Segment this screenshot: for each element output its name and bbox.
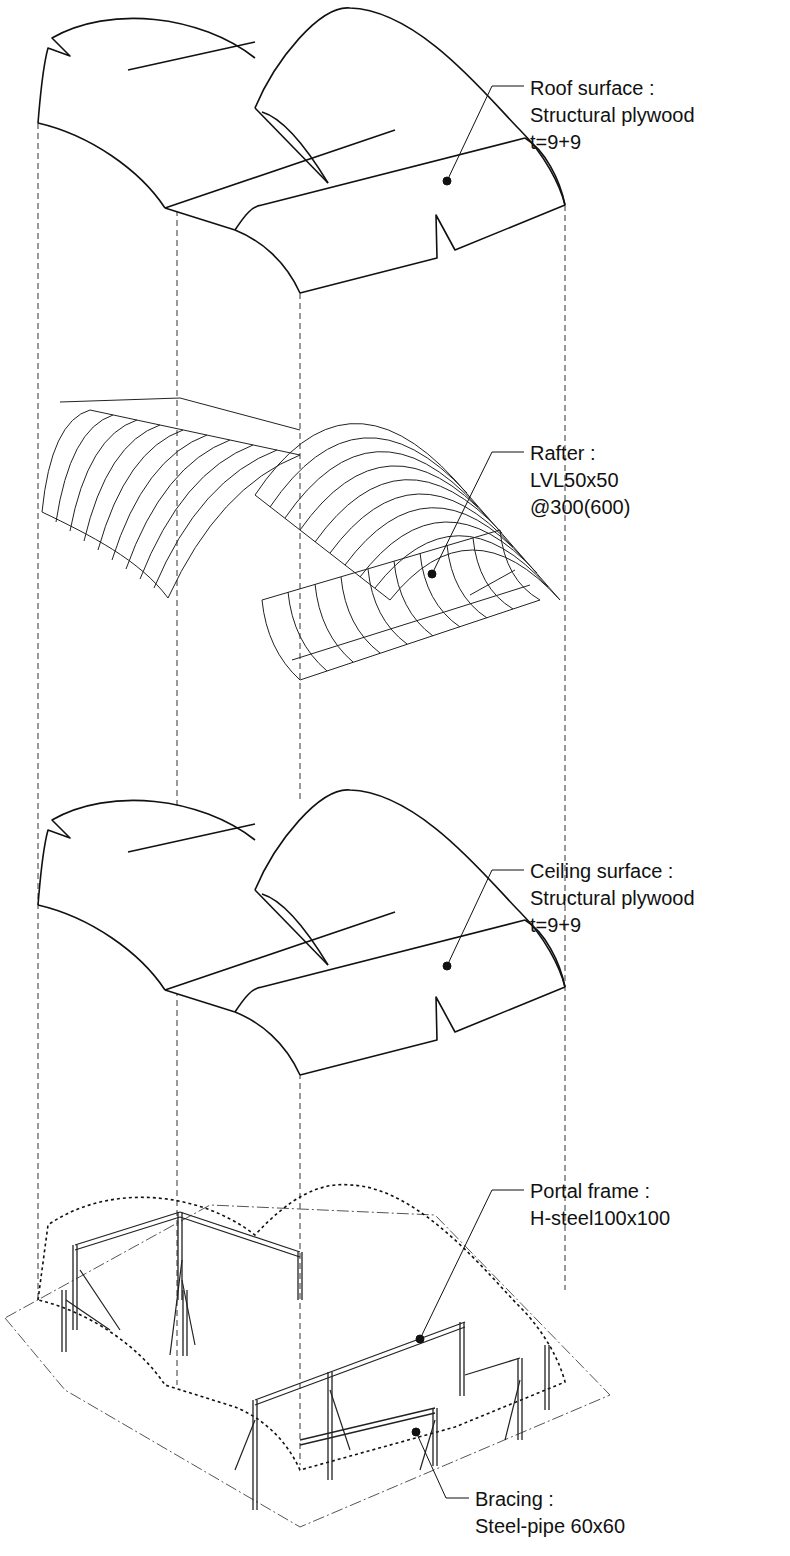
callout-label: Roof surface : <box>530 76 655 100</box>
portal-frame <box>62 1212 549 1510</box>
bracing <box>66 1260 520 1470</box>
callout-label: H-steel100x100 <box>530 1206 670 1230</box>
callout-label: Bracing : <box>475 1487 554 1511</box>
rafters <box>42 398 560 680</box>
roof-outline-dotted <box>38 1185 565 1470</box>
callout-label: Steel-pipe 60x60 <box>475 1514 625 1538</box>
roof-surface <box>38 8 565 293</box>
callout-label: Portal frame : <box>530 1179 650 1203</box>
callout-label: Structural plywood <box>530 103 695 127</box>
callout-label: t=9+9 <box>530 913 581 937</box>
callout-label: t=9+9 <box>530 130 581 154</box>
callout-label: Structural plywood <box>530 886 695 910</box>
ground-outline <box>5 1205 610 1527</box>
callout-label: Rafter : <box>530 441 596 465</box>
callout-label: LVL50x50 <box>530 468 619 492</box>
leader-lines <box>412 86 524 1498</box>
callout-label: @300(600) <box>530 495 630 519</box>
ceiling-surface <box>38 790 565 1075</box>
callout-label: Ceiling surface : <box>530 859 673 883</box>
projection-lines <box>38 123 565 1465</box>
